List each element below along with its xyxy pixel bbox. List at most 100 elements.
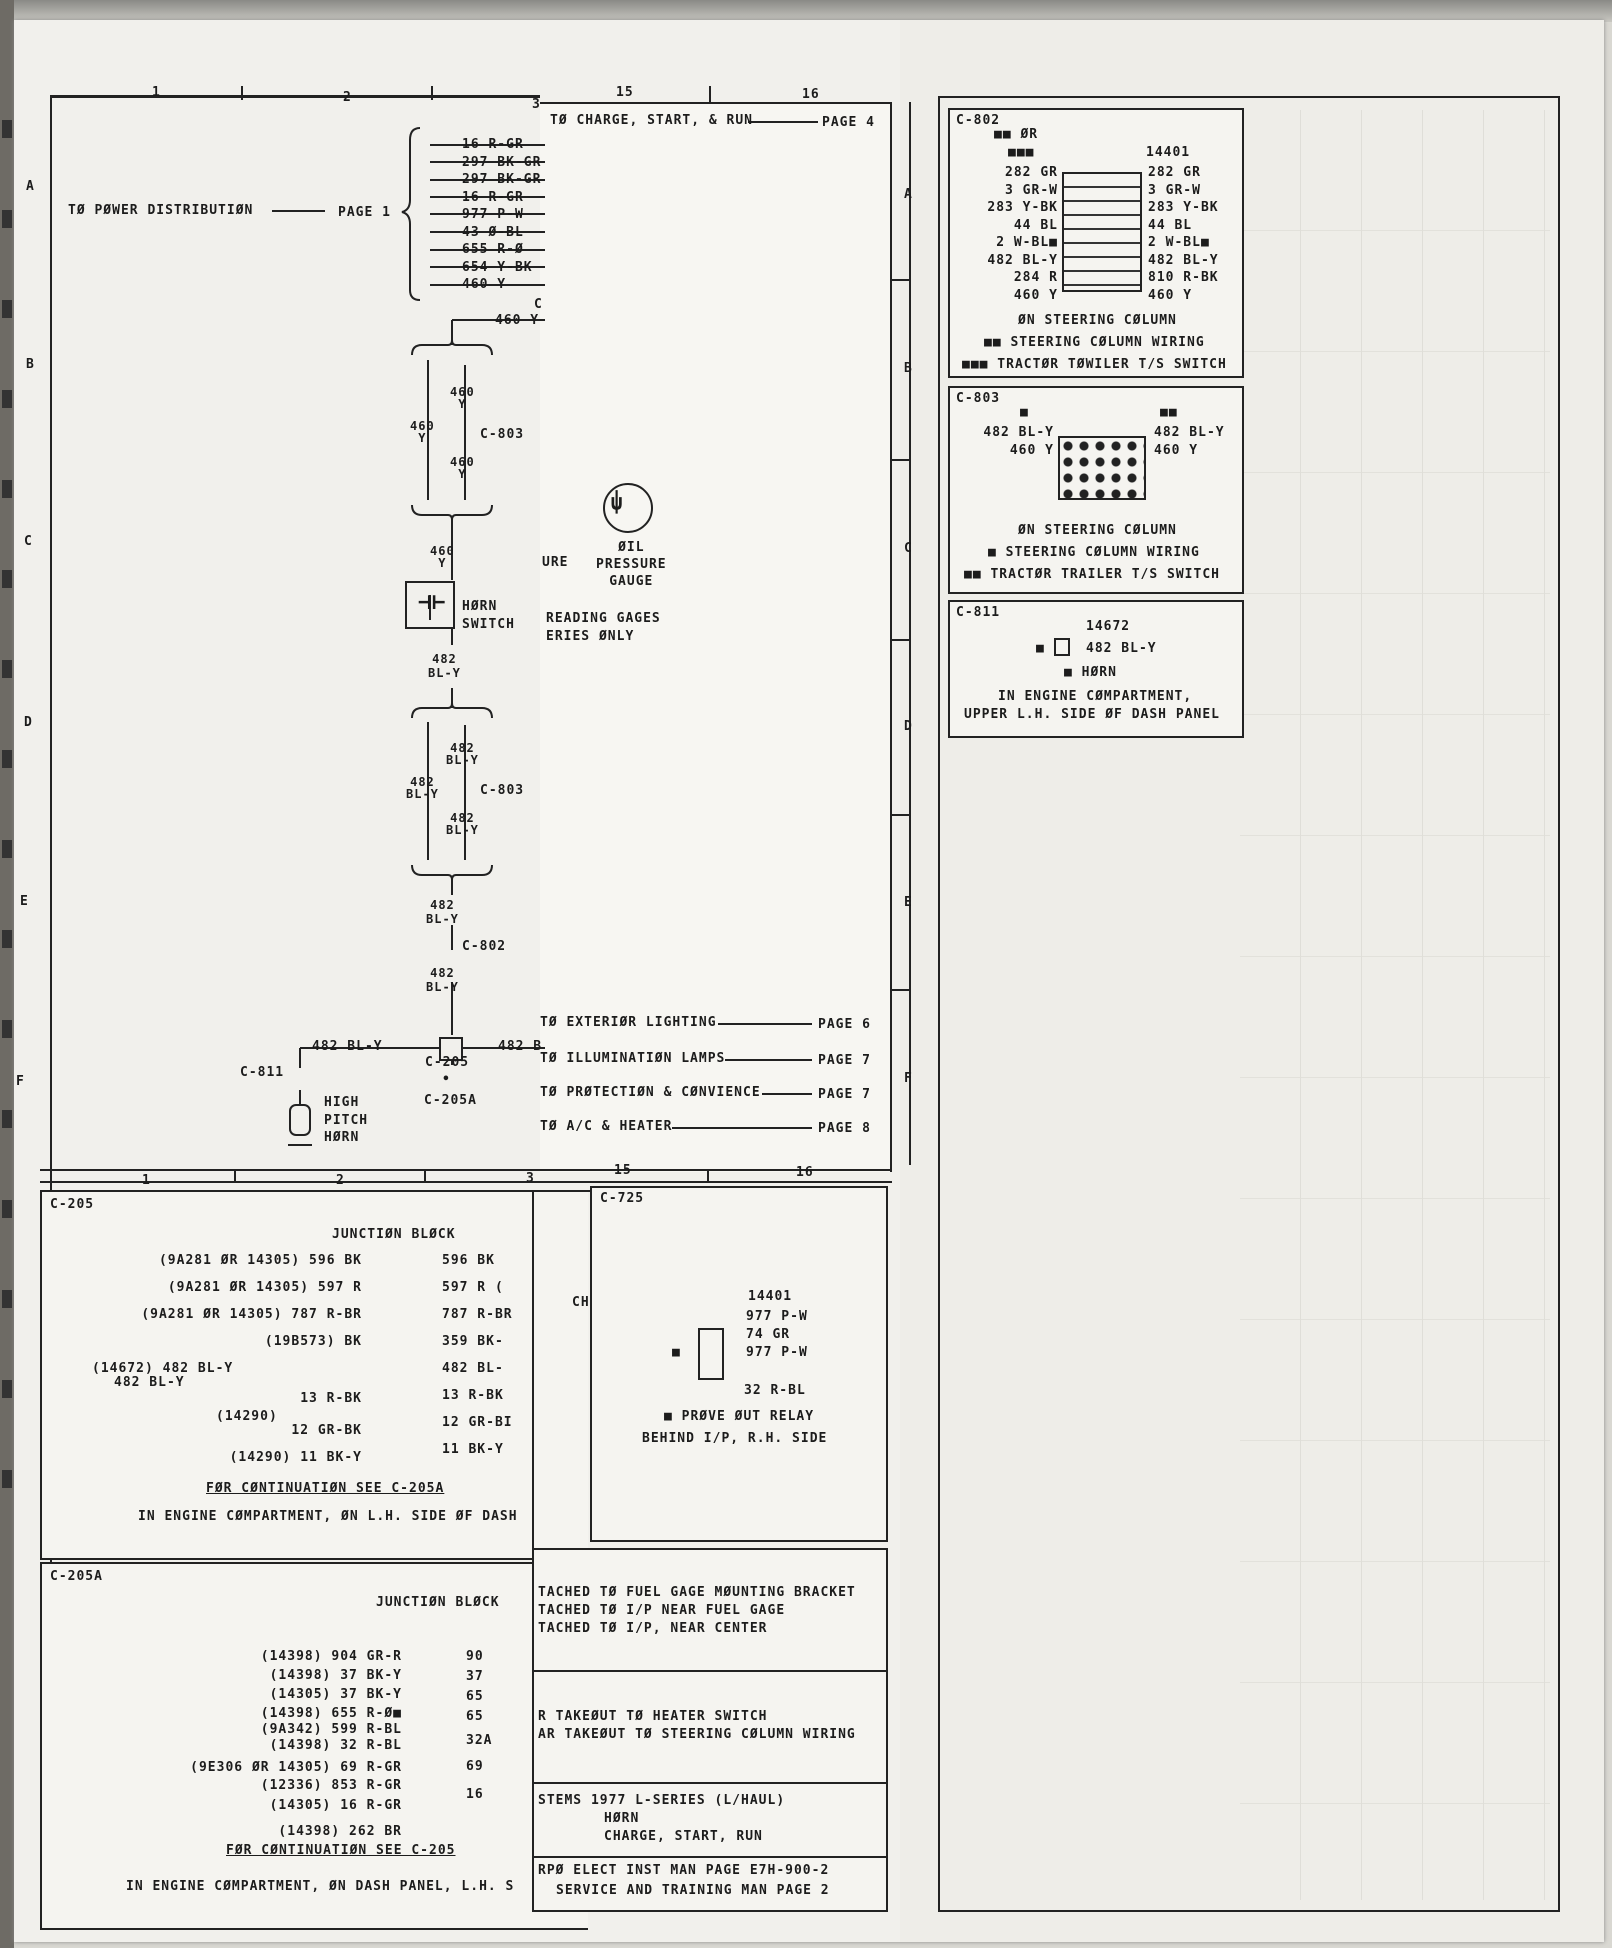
charge-start-run-page: PAGE 4 (822, 115, 875, 130)
c205a-title: C-205A (50, 1569, 103, 1584)
row-f: F (16, 1074, 25, 1089)
c803-upper-wire: 460 Y (450, 455, 475, 481)
c803-left-wire: 460 Y (1009, 443, 1054, 458)
rrow-b: B (904, 361, 913, 376)
c205a-right-wire: 90 (466, 1649, 484, 1664)
c803-connector-body (1058, 436, 1146, 500)
c802-connector-body (1062, 172, 1142, 292)
c205-label: C-205 (425, 1055, 470, 1070)
c205-left-wire: 13 R-BK (300, 1391, 362, 1406)
c205a-left-wire: (14398) 655 R-Ø■ (260, 1706, 402, 1721)
note-line: TACHED TØ I/P NEAR FUEL GAGE (538, 1603, 786, 1618)
c205-right-wire: 787 R-BR (442, 1307, 513, 1322)
c803-upper-wire: 460 Y (450, 385, 475, 411)
c802-left-wire: 2 W-BL■ (996, 235, 1058, 250)
rrow-a: A (904, 187, 913, 202)
row-d: D (24, 715, 33, 730)
notes-divider (534, 1670, 886, 1672)
c811-connector-box: C-811 14672 ■ 482 BL-Y ■ HØRN IN ENGINE … (948, 600, 1244, 738)
c725-star: ■ (672, 1345, 681, 1360)
note-line: TACHED TØ FUEL GAGE MØUNTING BRACKET (538, 1585, 856, 1600)
wire-482-b: 482 BL-Y (426, 898, 459, 927)
rrow-d: D (904, 719, 913, 734)
c205a-right-wire: 69 (466, 1759, 484, 1774)
c205a-continuation: FØR CØNTINUATIØN SEE C-205 (226, 1843, 456, 1858)
output-label: TØ PRØTECTIØN & CØNVIENCE (540, 1085, 761, 1100)
gauge-left-text: URE (542, 555, 569, 570)
c205-heading: JUNCTIØN BLØCK (332, 1227, 456, 1242)
c811-part: 14672 (1086, 619, 1131, 634)
c811-title: C-811 (956, 605, 1001, 620)
c802-left-wire: 3 GR-W (1005, 182, 1058, 198)
c802-left-wire: 460 Y (1013, 287, 1058, 303)
feed-label: 460 Y (495, 313, 540, 328)
bus-wire: 977 P-W (462, 207, 524, 222)
c205a-left-wire: (9E306 ØR 14305) 69 R-GR (190, 1760, 402, 1775)
rrow-e: E (904, 895, 913, 910)
c803-upper-label: C-803 (480, 427, 525, 442)
c811-note: ■ HØRN (1064, 665, 1117, 680)
output-page: PAGE 7 (818, 1087, 871, 1102)
c205a-left-wire: (14305) 37 BK-Y (269, 1687, 402, 1702)
c205-left-wire: (14290) 11 BK-Y (229, 1450, 362, 1465)
output-page: PAGE 8 (818, 1121, 871, 1136)
c802-left-wire: 284 R (1013, 270, 1058, 285)
c205-left-wire: (19B573) BK (264, 1334, 362, 1349)
photo-top-edge (0, 0, 1612, 22)
title-line: STEMS 1977 L-SERIES (L/HAUL) (538, 1793, 786, 1808)
c803-upper-wire: 460 Y (410, 419, 435, 445)
c205-continuation: FØR CØNTINUATIØN SEE C-205A (206, 1481, 445, 1496)
c205-right-wire: 12 GR-BI (442, 1415, 513, 1430)
rrow-f: F (904, 1071, 913, 1086)
c205-right-wire: 359 BK- (442, 1334, 504, 1349)
c205a-right-wire: 65 (466, 1689, 484, 1704)
c205a-junction-box: C-205A JUNCTIØN BLØCK (14398) 904 GR-R (… (40, 1562, 588, 1930)
right-frame (938, 96, 1560, 1912)
c205a-heading: JUNCTIØN BLØCK (376, 1595, 500, 1610)
c205a-left-wire: (9A342) 599 R-BL (260, 1722, 402, 1737)
row-c: C (24, 534, 33, 549)
c205-right-wire: 482 BL- (442, 1361, 504, 1376)
rrow-c: C (904, 541, 913, 556)
gauge-note: READING GAGES ERIES ØNLY (546, 611, 661, 644)
bus-wire: 16 R-GR (462, 189, 524, 205)
c205a-right-wire: 37 (466, 1669, 484, 1684)
oil-gauge-icon: ⍦ (610, 491, 625, 516)
c205a-left-wire: (14398) 904 GR-R (260, 1649, 402, 1664)
c803-right-wire: 460 Y (1154, 443, 1199, 458)
c803-left-wire: 482 BL-Y (983, 425, 1054, 440)
c802-right-wires: 282 GR 3 GR-W 283 Y-BK 44 BL 2 W-BL■ 482… (1148, 166, 1219, 306)
c803-lower-wire: 482 BL-Y (446, 811, 479, 837)
c803-lower-wire: 482 BL-Y (446, 741, 479, 767)
c802-mark1: ■■ ØR (994, 127, 1039, 142)
c205-left-wire: (9A281 ØR 14305) 787 R-BR (141, 1307, 362, 1322)
c205a-left-wire: (12336) 853 R-GR (260, 1778, 402, 1793)
c802-left-wire: 283 Y-BK (987, 200, 1058, 215)
bus-wire: 460 Y (462, 277, 507, 292)
c205a-right-wire: 65 (466, 1709, 484, 1724)
splice-right-wire: 482 B (498, 1039, 543, 1054)
c811-note: UPPER L.H. SIDE ØF DASH PANEL (964, 707, 1220, 722)
takeout-line: AR TAKEØUT TØ STEERING CØLUMN WIRING (538, 1727, 856, 1742)
title-divider-2 (534, 1856, 886, 1858)
c725-relay-box: C-725 14401 ■ 977 P-W 74 GR 977 P-W 32 R… (590, 1186, 888, 1542)
binder-rings (2, 120, 12, 1520)
c802-note: ■■■ TRACTØR TØWILER T/S SWITCH (962, 357, 1227, 372)
bottom-col: 1 (142, 1173, 151, 1188)
c205-junction-box: C-205 JUNCTIØN BLØCK (9A281 ØR 14305) 59… (40, 1190, 589, 1560)
c205a-left-wire: (14398) 262 BR (278, 1824, 402, 1839)
c205-left-wire: 12 GR-BK (291, 1423, 362, 1438)
col-16: 16 (802, 87, 820, 102)
title-line: HØRN (604, 1811, 640, 1826)
bus-wire: 655 R-Ø (462, 242, 524, 257)
col-1: 1 (152, 85, 161, 100)
c725-wire: 977 P-W (746, 1345, 808, 1360)
mid-edge-box (532, 1190, 590, 1560)
col-15: 15 (616, 85, 634, 100)
output-label: TØ ILLUMINATIØN LAMPS (540, 1051, 726, 1066)
c811-star: ■ (1036, 641, 1045, 656)
c205-left-list: (9A281 ØR 14305) 596 BK (9A281 ØR 14305)… (72, 1254, 362, 1478)
c205-location: IN ENGINE CØMPARTMENT, ØN L.H. SIDE ØF D… (138, 1509, 518, 1524)
c725-wire: 74 GR (746, 1327, 791, 1342)
c802-right-wire: 44 BL (1148, 217, 1193, 233)
